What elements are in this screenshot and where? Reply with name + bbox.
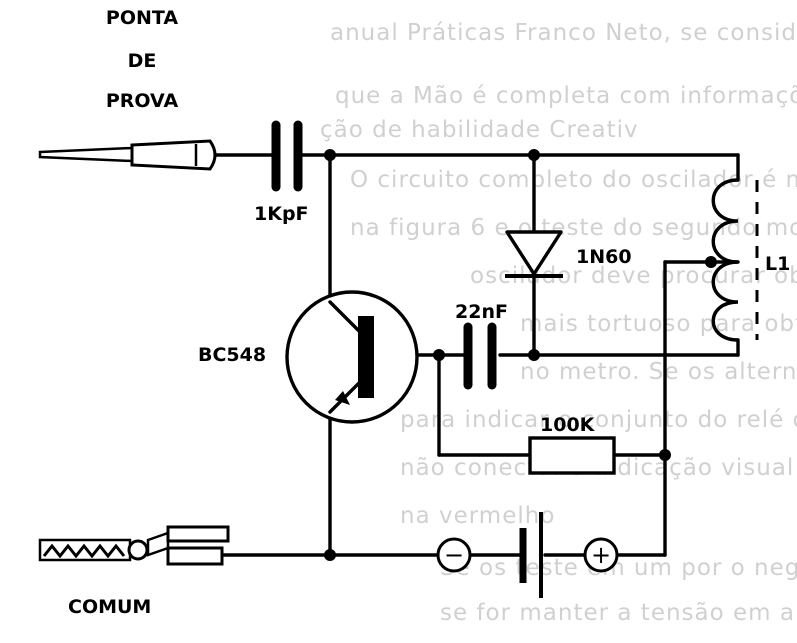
plus-symbol: + [591,541,611,569]
resistor-icon [528,436,616,475]
capacitor-22nf-icon [463,322,497,390]
transistor-label: BC548 [198,344,266,366]
junction-dot [528,149,540,161]
transistor-icon [285,290,419,424]
background-text-line: que a Mão é completa com informações [335,83,797,109]
inductor-label: L1 [765,253,790,275]
background-text-line: ção de habilidade Creativ [320,117,639,143]
common-label: COMUM [68,596,151,618]
diode-label: 1N60 [576,246,632,268]
background-text-line: no metro. Se os alternantes o circuito [520,359,797,385]
probe-label-line: PONTA [106,7,178,29]
junction-dot [528,349,540,361]
alligator-clip-icon [38,525,230,566]
probe-label-line: DE [128,50,157,72]
background-text-line: para indicar o conjunto do relé que [400,407,797,433]
diode-icon [505,230,563,278]
junction-dot [324,549,336,561]
capacitor-22nf-label: 22nF [455,301,508,323]
battery-icon [519,512,543,598]
background-text-line: se for manter a tensão em ambos [440,600,797,626]
minus-symbol: − [444,541,464,569]
battery-negative-terminal: − [436,537,472,573]
test-probe-icon [38,139,217,171]
junction-dot [705,256,717,268]
probe-label-line: PROVA [106,90,179,112]
capacitor-1kpf-icon [271,120,303,192]
battery-positive-terminal: + [583,537,619,573]
junctions [324,149,717,561]
background-text-line: Se os teste em um por o negativo [440,555,797,581]
background-text: anual Práticas Franco Neto, se considera… [320,20,797,626]
inductor-icon [711,178,759,342]
background-text-line: O circuito completo do oscilador é mostr… [350,167,797,193]
background-text-line: na vermelho [400,503,555,529]
capacitor-1kpf-label: 1KpF [254,203,309,225]
resistor-label: 100K [540,414,596,436]
junction-dot [433,349,445,361]
background-text-line: na figura 6 e o teste do segundo modelo … [350,215,797,241]
junction-dot [659,449,671,461]
background-text-line: anual Práticas Franco Neto, se considera… [330,20,797,46]
junction-dot [324,149,336,161]
background-text-line: mais tortuoso para obter a um valor de e… [520,311,797,337]
